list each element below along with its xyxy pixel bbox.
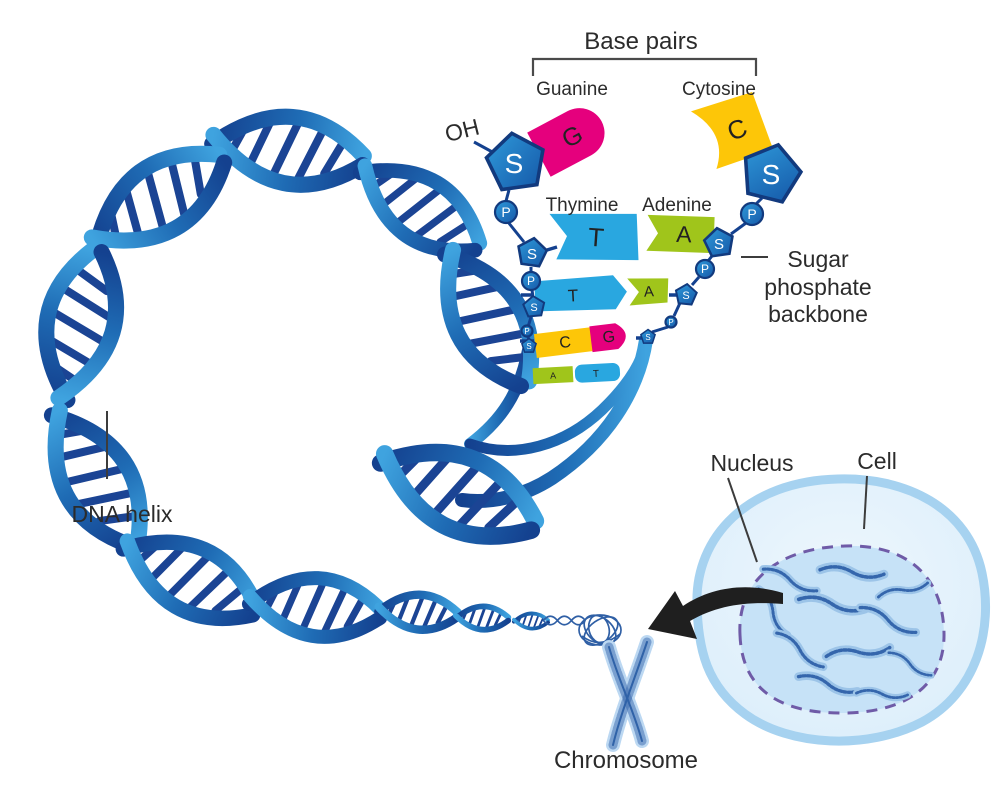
phosphate-node bbox=[493, 199, 519, 225]
dna-helix-segment bbox=[208, 106, 368, 193]
phosphate-letter: P bbox=[701, 262, 709, 276]
dna-thread bbox=[542, 615, 586, 626]
bond-line bbox=[690, 276, 701, 286]
adenine-label: Adenine bbox=[642, 195, 712, 216]
rung-letter: A bbox=[643, 283, 654, 301]
phosphate-node bbox=[520, 270, 542, 292]
guanine-label: Guanine bbox=[536, 79, 608, 100]
backbone-label-line3: backbone bbox=[768, 301, 868, 327]
adenine-letter: A bbox=[676, 221, 693, 248]
nucleus-label: Nucleus bbox=[710, 450, 793, 476]
sugar-letter: S bbox=[682, 290, 689, 302]
thymine-letter: T bbox=[587, 222, 605, 253]
rung-letter: A bbox=[550, 371, 557, 381]
adenine-base: A bbox=[646, 214, 715, 254]
bond-line bbox=[651, 325, 669, 334]
thymine-label: Thymine bbox=[546, 195, 619, 216]
bond-line bbox=[506, 221, 526, 243]
backbone-label-line2: phosphate bbox=[764, 274, 871, 300]
base-pairs-bracket bbox=[531, 57, 758, 76]
rung-letter: T bbox=[593, 369, 600, 380]
rung-letter: G bbox=[602, 328, 616, 346]
phosphate-node bbox=[694, 258, 716, 280]
cell-illustration bbox=[692, 474, 991, 746]
phosphate-node bbox=[739, 201, 765, 227]
dna-helix-illustration bbox=[27, 106, 653, 643]
dna-coil-ball bbox=[578, 614, 622, 646]
rung-t-a: T A bbox=[534, 275, 669, 312]
sugar-letter: S bbox=[762, 159, 781, 190]
cytosine-label: Cytosine bbox=[682, 79, 756, 100]
sugar-letter: S bbox=[714, 236, 724, 253]
sugar-letter: S bbox=[645, 333, 650, 342]
base-pairs-title: Base pairs bbox=[584, 28, 697, 55]
dna-thread bbox=[542, 615, 586, 626]
phosphate-letter: P bbox=[747, 206, 756, 222]
phosphate-node bbox=[520, 324, 534, 338]
dna-helix-label: DNA helix bbox=[72, 501, 173, 527]
dna-helix-segment bbox=[377, 592, 458, 632]
dna-helix-segment bbox=[246, 571, 383, 643]
sugar-letter: S bbox=[505, 148, 524, 179]
arrow-cell-to-chromosome bbox=[648, 587, 783, 639]
phosphate-node bbox=[664, 315, 678, 329]
rung-c-g: C G bbox=[533, 323, 626, 359]
sugar-letter: S bbox=[527, 246, 537, 263]
rung-letter: C bbox=[558, 334, 572, 352]
dna-helix-segment bbox=[455, 605, 509, 630]
cell-pointer-line bbox=[863, 475, 868, 530]
chromosome-x-shape bbox=[602, 635, 654, 752]
rung-a-t: A T bbox=[532, 363, 621, 385]
bond-line bbox=[504, 189, 511, 202]
phosphate-letter: P bbox=[668, 318, 673, 327]
backbone-label-line1: Sugar bbox=[787, 246, 849, 272]
nucleus-pointer-line bbox=[727, 477, 758, 563]
sugar-letter: S bbox=[530, 302, 537, 314]
cytosine-base: C bbox=[690, 92, 774, 170]
phosphate-letter: P bbox=[527, 274, 535, 288]
rung-letter: T bbox=[567, 286, 578, 306]
phosphate-letter: P bbox=[501, 204, 510, 220]
chromosome-label: Chromosome bbox=[554, 747, 698, 774]
base-pair-ladder: G C T A T A C G bbox=[473, 92, 808, 385]
cell-label: Cell bbox=[857, 448, 897, 474]
dna-helix-segment bbox=[30, 244, 129, 407]
dna-helix-segment bbox=[345, 144, 494, 272]
sugar-letter: S bbox=[526, 342, 531, 351]
bond-line bbox=[546, 245, 558, 252]
bond-line bbox=[730, 221, 747, 236]
thymine-base: T bbox=[549, 213, 639, 261]
chromosome-illustration bbox=[542, 614, 654, 752]
bond-line bbox=[672, 302, 682, 317]
dna-helix-segment bbox=[27, 396, 163, 561]
backbone-strand-cross bbox=[464, 336, 652, 456]
phosphate-letter: P bbox=[524, 327, 529, 336]
guanine-base: G bbox=[527, 108, 605, 177]
